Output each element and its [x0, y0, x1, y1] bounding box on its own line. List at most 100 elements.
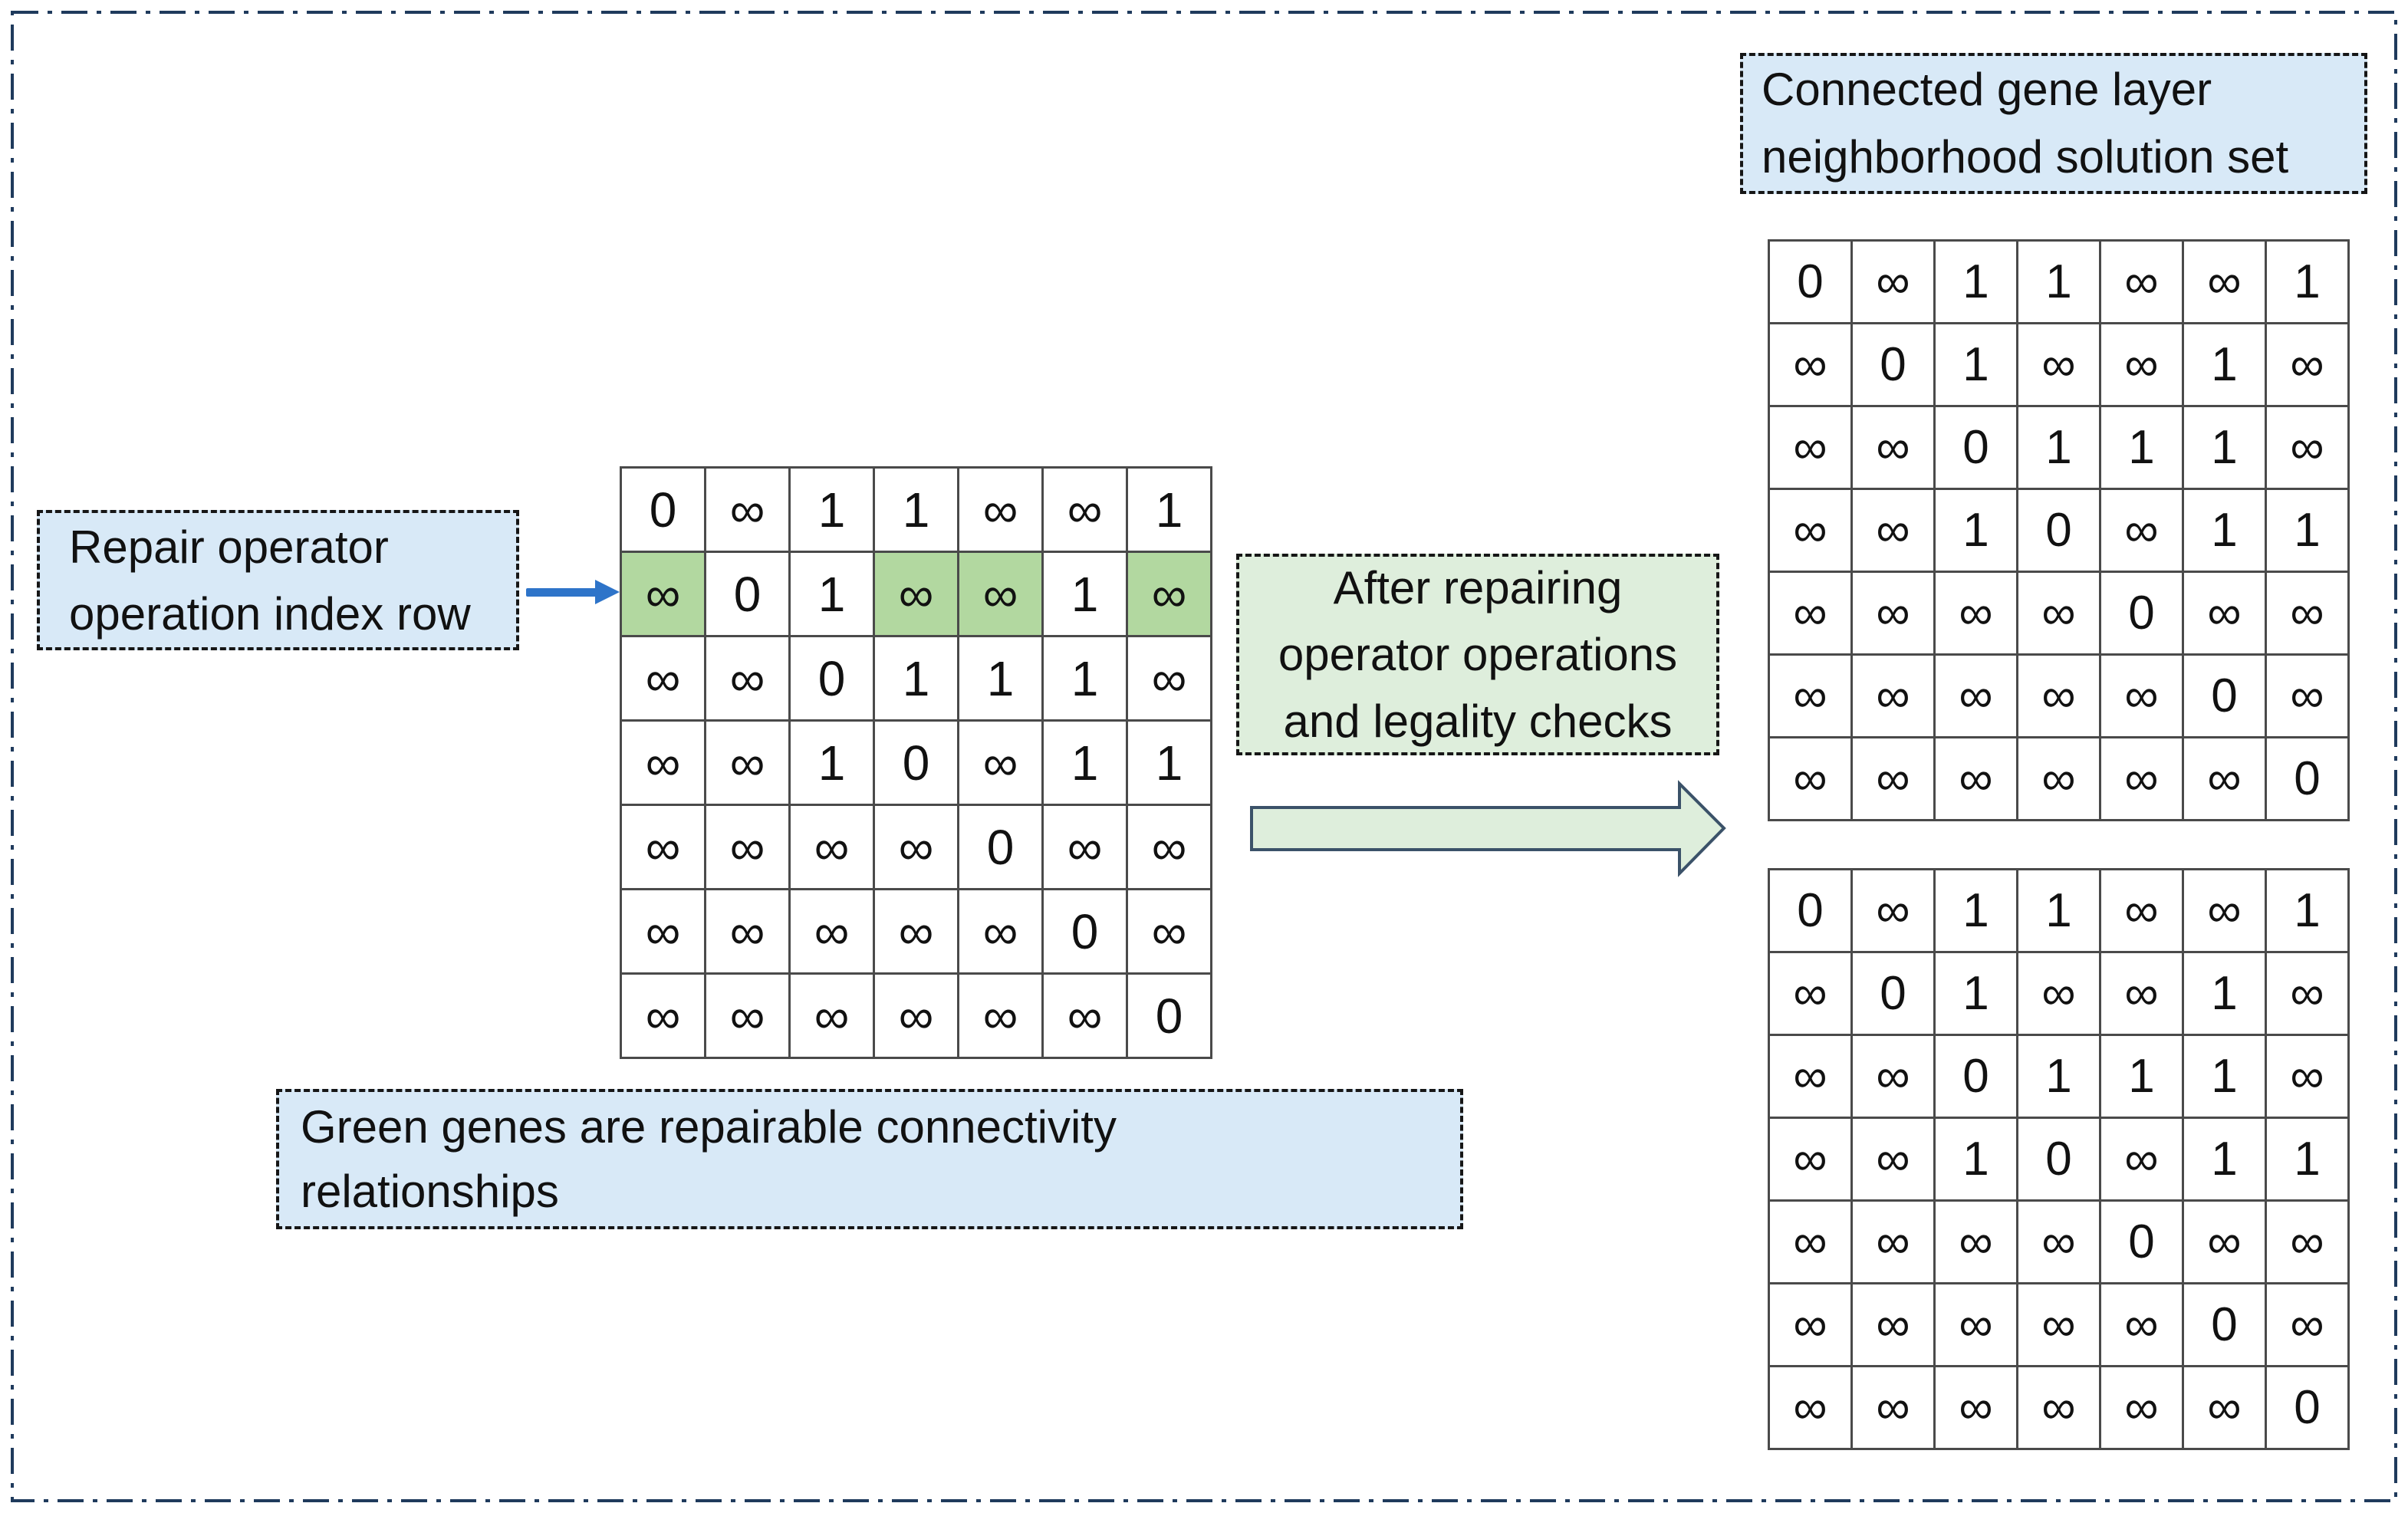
label-green-genes: Green genes are repairable connectivity …: [276, 1089, 1463, 1229]
matrix-row: ∞∞∞∞∞∞0: [1768, 736, 2350, 821]
matrix-cell: ∞: [957, 466, 1044, 553]
matrix-cell: 1: [1041, 719, 1128, 806]
matrix-cell: ∞: [957, 551, 1044, 637]
matrix-cell: ∞: [2016, 951, 2101, 1036]
label-repair-operator-index-row: Repair operator operation index row: [37, 510, 519, 650]
matrix-cell: ∞: [2016, 653, 2101, 738]
matrix-cell: ∞: [1933, 653, 2018, 738]
matrix-cell: 0: [1933, 405, 2018, 490]
matrix-cell: ∞: [2182, 571, 2267, 656]
matrix-cell: ∞: [2265, 1199, 2350, 1284]
matrix-cell: 1: [1933, 868, 2018, 953]
matrix-cell: ∞: [2099, 322, 2184, 407]
matrix-cell: 1: [2265, 868, 2350, 953]
matrix-cell: ∞: [704, 635, 791, 722]
label-line: After repairing: [1333, 562, 1623, 613]
transform-arrow: [1250, 780, 1726, 877]
matrix-cell: ∞: [1768, 736, 1853, 821]
matrix-cell: ∞: [1933, 571, 2018, 656]
matrix-cell: ∞: [873, 804, 959, 890]
matrix-cell: 0: [2099, 1199, 2184, 1284]
matrix-row: ∞∞∞∞∞0∞: [620, 888, 1212, 975]
matrix-cell: 0: [2099, 571, 2184, 656]
matrix-cell: 0: [704, 551, 791, 637]
matrix-cell: ∞: [2099, 1117, 2184, 1202]
matrix-cell: 1: [788, 719, 875, 806]
matrix-cell: 0: [1041, 888, 1128, 975]
matrix-cell: 0: [2265, 736, 2350, 821]
matrix-cell: 1: [2182, 322, 2267, 407]
matrix-cell: ∞: [1768, 322, 1853, 407]
matrix-cell: ∞: [2016, 1199, 2101, 1284]
matrix-cell: ∞: [1126, 635, 1212, 722]
label-line: Connected gene layer: [1762, 64, 2212, 115]
matrix-cell: ∞: [620, 551, 706, 637]
matrix-cell: ∞: [873, 551, 959, 637]
matrix-cell: ∞: [1850, 736, 1936, 821]
matrix-cell: ∞: [2099, 736, 2184, 821]
matrix-cell: ∞: [620, 972, 706, 1059]
matrix-cell: ∞: [2099, 1365, 2184, 1450]
matrix-cell: 1: [2265, 488, 2350, 573]
matrix-cell: ∞: [2099, 488, 2184, 573]
matrix-cell: 0: [620, 466, 706, 553]
matrix-cell: ∞: [1933, 736, 2018, 821]
matrix-cell: 1: [2182, 1117, 2267, 1202]
matrix-cell: 1: [1933, 488, 2018, 573]
matrix-cell: ∞: [2265, 1034, 2350, 1119]
matrix-cell: ∞: [1933, 1365, 2018, 1450]
matrix-cell: 0: [957, 804, 1044, 890]
matrix-cell: ∞: [2182, 239, 2267, 324]
matrix-cell: ∞: [1041, 804, 1128, 890]
matrix-cell: ∞: [788, 972, 875, 1059]
matrix-cell: 0: [788, 635, 875, 722]
matrix-cell: 1: [2182, 951, 2267, 1036]
matrix-cell: 1: [2016, 868, 2101, 953]
matrix-cell: 1: [1933, 239, 2018, 324]
matrix-cell: 1: [2016, 1034, 2101, 1119]
matrix-cell: 0: [2182, 1282, 2267, 1367]
matrix-cell: ∞: [1126, 551, 1212, 637]
matrix-cell: 0: [2265, 1365, 2350, 1450]
matrix-cell: 1: [2265, 239, 2350, 324]
matrix-cell: ∞: [1850, 653, 1936, 738]
matrix-cell: 1: [2182, 1034, 2267, 1119]
matrix-cell: 0: [1126, 972, 1212, 1059]
matrix-cell: ∞: [704, 804, 791, 890]
matrix-cell: ∞: [1850, 239, 1936, 324]
label-line: operation index row: [69, 587, 471, 640]
matrix-cell: ∞: [957, 888, 1044, 975]
matrix-cell: ∞: [1850, 571, 1936, 656]
matrix-cell: ∞: [1768, 1199, 1853, 1284]
matrix-cell: 0: [2016, 1117, 2101, 1202]
label-line: Green genes are repairable connectivity: [301, 1100, 1117, 1153]
matrix-cell: ∞: [957, 719, 1044, 806]
matrix-cell: 1: [788, 551, 875, 637]
matrix-cell: ∞: [620, 804, 706, 890]
matrix-cell: ∞: [620, 635, 706, 722]
matrix-cell: 1: [873, 466, 959, 553]
matrix-row: ∞∞∞∞0∞∞: [1768, 1199, 2350, 1284]
matrix-cell: ∞: [1850, 1365, 1936, 1450]
matrix-cell: ∞: [1933, 1282, 2018, 1367]
matrix-cell: ∞: [1933, 1199, 2018, 1284]
matrix-cell: 1: [2099, 405, 2184, 490]
matrix-cell: 0: [1768, 868, 1853, 953]
matrix-cell: ∞: [2182, 1199, 2267, 1284]
matrix-cell: 1: [1126, 719, 1212, 806]
matrix-cell: ∞: [1768, 488, 1853, 573]
matrix-cell: ∞: [2099, 951, 2184, 1036]
matrix-cell: ∞: [957, 972, 1044, 1059]
matrix-cell: 1: [2265, 1117, 2350, 1202]
matrix-cell: ∞: [2099, 1282, 2184, 1367]
matrix-cell: 1: [2016, 239, 2101, 324]
matrix-cell: 1: [2182, 488, 2267, 573]
